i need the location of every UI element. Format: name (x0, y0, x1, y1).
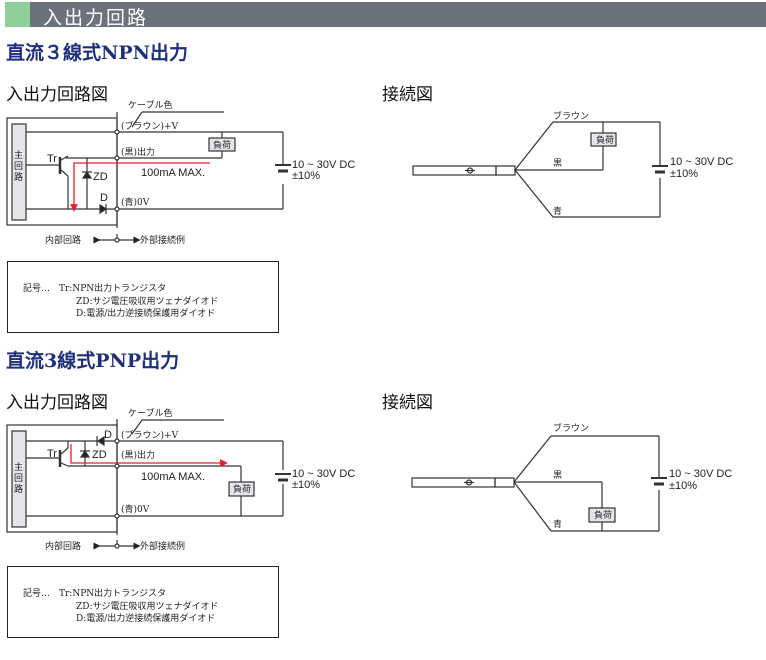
load-box (588, 507, 616, 523)
pnp-wiring-title: 接続図 (382, 393, 433, 413)
main-circuit-block (11, 123, 27, 221)
npn-wiring-title: 接続図 (382, 85, 433, 105)
load-label: 負荷 (596, 134, 614, 146)
main-circuit-label-1: 主 (14, 149, 23, 161)
zener-diode-icon (81, 170, 93, 179)
main-circuit-label-2: 回 (14, 473, 23, 484)
header-accent (5, 2, 30, 27)
supply-voltage-label: 10 ~ 30V DC (292, 468, 355, 480)
main-circuit-label-3: 路 (14, 171, 23, 183)
cable-color-label: ケーブル色 (128, 407, 172, 419)
external-connection-label: 外部接続例 (140, 234, 185, 246)
section-header-bar: 入出力回路 (5, 2, 766, 29)
npn-circuit-diagram (6, 111, 291, 244)
npn-symbol-legend: 記号… Tr:NPN出力トランジスタ ZD:サジ電圧吸収用ツェナダイオド D:電… (7, 261, 279, 333)
load-box (590, 132, 617, 147)
npn-circuit-title: 入出力回路図 (6, 85, 108, 105)
legend-line-zd: ZD:サジ電圧吸収用ツェナダイオド (76, 602, 219, 612)
supply-voltage-label: 10 ~ 30V DC (670, 156, 733, 168)
brown-wire-label: ブラウン (553, 110, 589, 122)
pnp-circuit-diagram (6, 419, 291, 550)
external-connection-label: 外部接続例 (140, 540, 185, 552)
black-wire-label: 黒 (553, 158, 562, 169)
sensor-cable-sleeve (495, 165, 516, 176)
tr-label: Tr (47, 153, 57, 165)
d-label: D (104, 429, 112, 441)
legend-line-d: D:電源/出力逆接続保護用ダイオド (76, 614, 216, 624)
main-circuit-block (11, 430, 27, 528)
current-label: 100mA MAX. (141, 167, 205, 179)
supply-voltage-label: 10 ~ 30V DC (669, 468, 732, 480)
npn-wiring-diagram (412, 121, 668, 218)
main-circuit-label-1: 主 (14, 461, 23, 473)
tr-label: Tr (47, 448, 57, 460)
legend-line-zd: ZD:サジ電圧吸収用ツェナダイオド (76, 297, 219, 307)
load-label: 負荷 (233, 483, 251, 495)
supply-tolerance-label: ±10% (669, 480, 697, 492)
d-label: D (100, 192, 108, 204)
pnp-wiring-labels: ブラウン 黒 青 負荷 10 ~ 30V DC ±10% (553, 422, 732, 530)
blue-wire-label: 青 (553, 205, 562, 217)
blue-terminal-label: (青)0V (121, 503, 150, 515)
supply-tolerance-label: ±10% (292, 170, 320, 182)
zener-diode-icon (79, 449, 91, 458)
pnp-circuit-labels: ケーブル色 (ブラウン)+V (黒)出力 (青)0V 主 回 路 Tr ZD D… (14, 407, 355, 552)
black-terminal-label: (黒)出力 (121, 146, 155, 158)
sensor-cable-sleeve (494, 477, 515, 488)
pnp-section-title: 直流3線式PNP出力 (6, 350, 180, 372)
current-label: 100mA MAX. (141, 471, 205, 483)
brown-terminal-label: (ブラウン)+V (121, 120, 179, 132)
internal-circuit-label: 内部回路 (45, 234, 81, 246)
sensor-body (411, 477, 496, 488)
blue-wire-label: 青 (553, 518, 562, 530)
diode-icon (96, 435, 105, 447)
brown-terminal-label: (ブラウン)+V (121, 429, 179, 441)
load-label: 負荷 (213, 139, 231, 151)
black-terminal-label: (黒)出力 (121, 449, 155, 461)
load-box (208, 137, 236, 152)
zd-label: ZD (93, 171, 108, 183)
black-wire-label: 黒 (553, 470, 562, 481)
legend-line-tr: 記号… Tr:NPN出力トランジスタ (23, 284, 167, 294)
npn-section-title: 直流３線式NPN出力 (6, 42, 189, 64)
diode-icon (99, 203, 108, 215)
npn-circuit-labels: ケーブル色 (ブラウン)+V (黒)出力 (青)0V 主 回 路 Tr ZD D… (14, 99, 355, 246)
cable-color-label: ケーブル色 (128, 99, 172, 111)
header-title: 入出力回路 (43, 7, 149, 29)
main-circuit-label-3: 路 (14, 483, 23, 495)
load-box (228, 481, 255, 497)
internal-circuit-label: 内部回路 (45, 540, 81, 552)
legend-line-d: D:電源/出力逆接続保護用ダイオド (76, 309, 216, 319)
npn-wiring-labels: ブラウン 黒 青 負荷 10 ~ 30V DC ±10% (553, 110, 733, 217)
zd-label: ZD (92, 449, 107, 461)
pnp-symbol-legend: 記号… Tr:NPN出力トランジスタ ZD:サジ電圧吸収用ツェナダイオド D:電… (7, 566, 279, 638)
sensor-body (412, 165, 497, 176)
supply-voltage-label: 10 ~ 30V DC (292, 159, 355, 171)
supply-tolerance-label: ±10% (292, 479, 320, 491)
main-circuit-label-2: 回 (14, 161, 23, 172)
legend-line-tr: 記号… Tr:NPN出力トランジスタ (23, 589, 167, 599)
load-label: 負荷 (594, 509, 612, 521)
pnp-circuit-title: 入出力回路図 (6, 393, 108, 413)
brown-wire-label: ブラウン (553, 422, 589, 434)
blue-terminal-label: (青)0V (121, 196, 150, 208)
pnp-wiring-diagram (411, 435, 667, 532)
supply-tolerance-label: ±10% (670, 168, 698, 180)
